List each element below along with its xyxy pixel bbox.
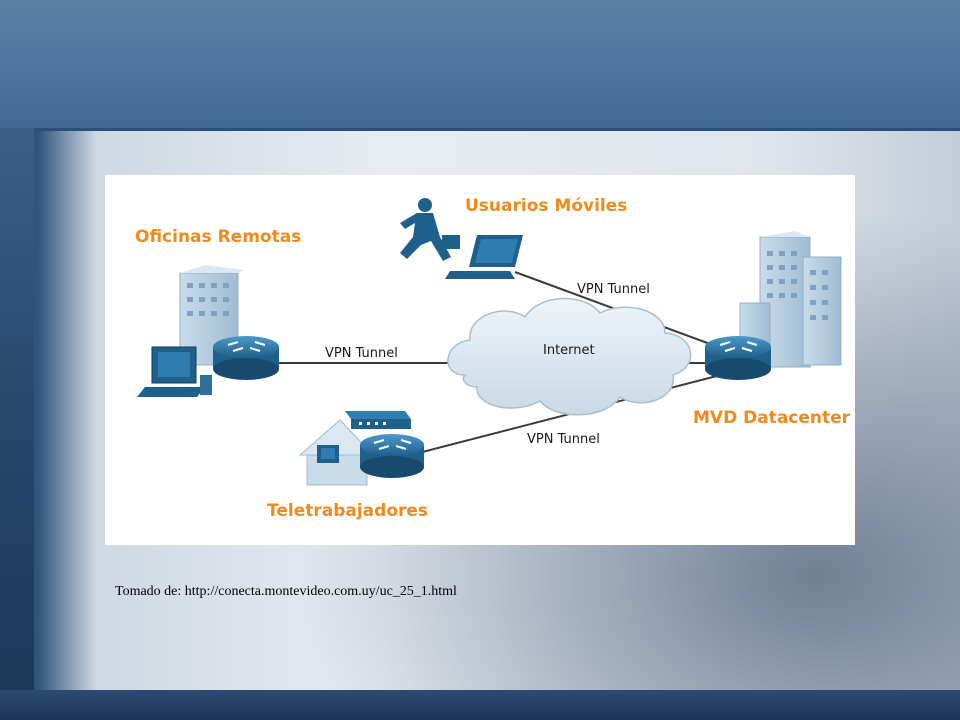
teleworker-router-icon [360, 434, 424, 478]
bottom-decor-strip [0, 690, 960, 720]
vpn-network-diagram: Oficinas Remotas Usuarios Móviles Teletr… [105, 175, 855, 545]
office-router-icon [213, 336, 279, 380]
label-tunnel-mobile: VPN Tunnel [577, 282, 650, 297]
laptop-icon [445, 235, 523, 279]
label-mobile-users: Usuarios Móviles [465, 196, 627, 216]
modem-icon [345, 411, 411, 429]
datacenter-router-icon [705, 336, 771, 380]
teleworker-house-icon [298, 419, 375, 486]
header-band [0, 0, 960, 131]
left-decor-strip [0, 128, 34, 720]
source-caption: Tomado de: http://conecta.montevideo.com… [115, 584, 457, 599]
mobile-user-icon [400, 198, 460, 261]
label-tunnel-office: VPN Tunnel [325, 346, 398, 361]
label-internet: Internet [543, 343, 595, 358]
label-remote-offices: Oficinas Remotas [135, 227, 301, 247]
datacenter-building-icon [739, 231, 842, 368]
label-datacenter: MVD Datacenter [693, 408, 851, 428]
internet-cloud-icon [447, 297, 692, 416]
office-computer-icon [137, 346, 212, 397]
label-teleworkers: Teletrabajadores [267, 501, 428, 521]
label-tunnel-tele: VPN Tunnel [527, 432, 600, 447]
